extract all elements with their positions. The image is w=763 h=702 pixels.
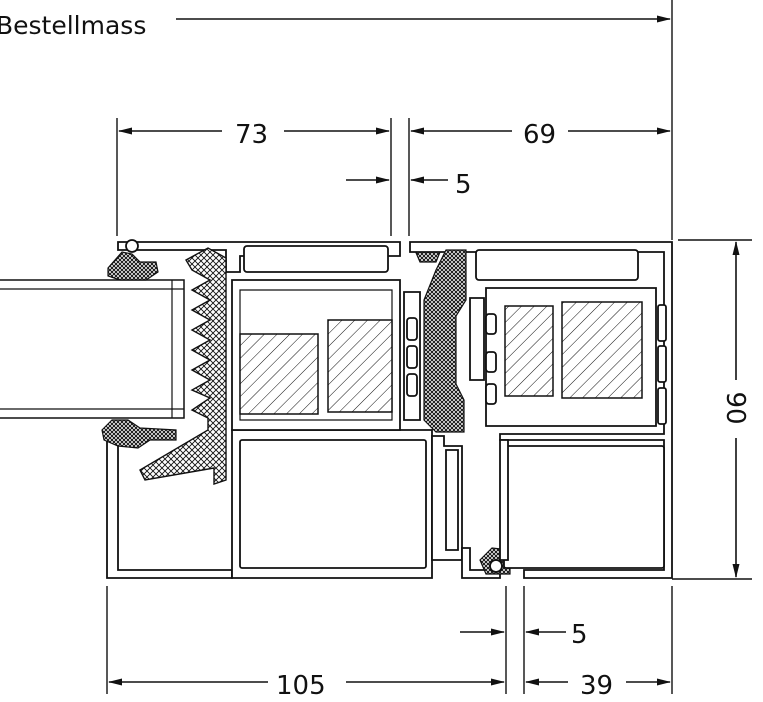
dimension-height: 90 (672, 239, 752, 580)
dim-73-label: 73 (235, 120, 268, 150)
dimension-top-row: 73 69 5 (116, 118, 671, 236)
dim-90-label: 90 (720, 391, 750, 424)
center-seal (423, 249, 485, 433)
insulation-block-3 (504, 305, 554, 397)
order-size-label: Bestellmass (0, 11, 146, 40)
dim-105-label: 105 (276, 671, 326, 701)
insulation-block-2 (327, 319, 393, 413)
sash-profile (409, 241, 673, 579)
dim-69-label: 69 (523, 120, 556, 150)
dim-39-label: 39 (580, 671, 613, 701)
glass-pane (0, 279, 185, 419)
insulation-block-1 (239, 333, 319, 415)
dim-5-bottom-label: 5 (571, 620, 588, 650)
dim-5-top-label: 5 (455, 170, 472, 200)
glazing-bead (139, 247, 227, 485)
dimension-order-size: Bestellmass (0, 0, 673, 240)
left-inner-chamber (231, 279, 421, 431)
insulation-block-4 (561, 301, 643, 399)
dimension-bottom-row: 5 105 39 (106, 586, 673, 701)
outer-frame-profile (106, 241, 501, 579)
